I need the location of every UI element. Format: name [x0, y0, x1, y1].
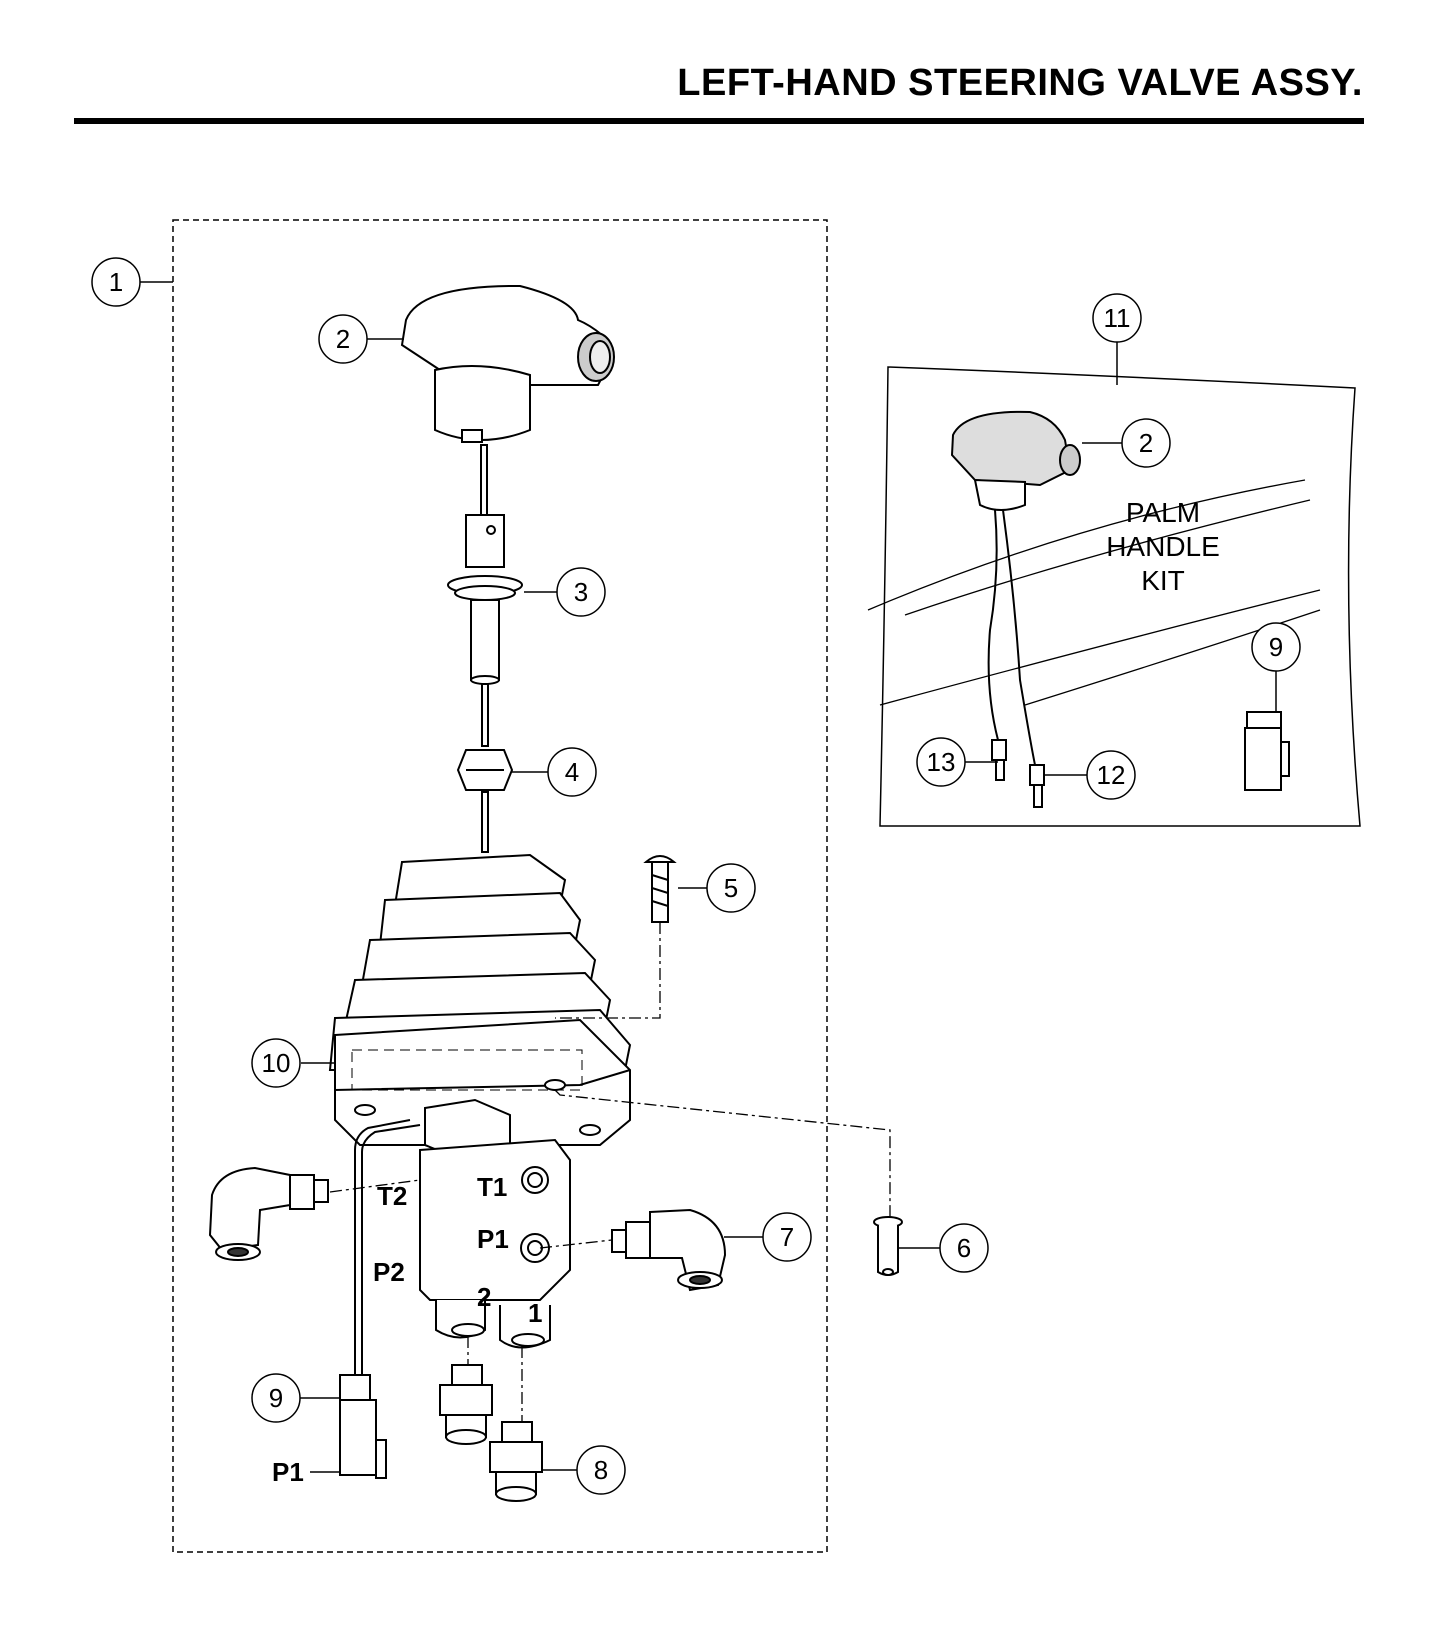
callout-11: 11	[1092, 293, 1142, 343]
svg-text:9: 9	[269, 1383, 283, 1413]
hex-nut	[456, 749, 514, 853]
callout-1: 1	[91, 257, 141, 307]
port-label-p1: P1	[477, 1224, 509, 1254]
callout-9-kit: 9	[1251, 622, 1301, 672]
svg-text:8: 8	[594, 1455, 608, 1485]
svg-text:5: 5	[724, 873, 738, 903]
callout-3: 3	[556, 567, 606, 617]
callout-4: 4	[547, 747, 597, 797]
svg-text:4: 4	[565, 757, 579, 787]
callout-2: 2	[318, 314, 368, 364]
svg-text:2: 2	[1139, 428, 1153, 458]
port-label-t1: T1	[477, 1172, 507, 1202]
dash-dot-lines	[329, 922, 891, 1422]
port-label-p2: P2	[373, 1257, 405, 1287]
svg-text:13: 13	[927, 747, 956, 777]
page-title: LEFT-HAND STEERING VALVE ASSY.	[677, 62, 1363, 104]
kit-label-line-2: HANDLE	[1106, 531, 1220, 562]
port-label-t2: T2	[377, 1181, 407, 1211]
svg-text:1: 1	[109, 267, 123, 297]
svg-text:3: 3	[574, 577, 588, 607]
callout-8: 8	[576, 1445, 626, 1495]
port-label-2: 2	[477, 1282, 491, 1312]
leader-lines	[140, 281, 1277, 1473]
kit-label-line-1: PALM	[1126, 497, 1200, 528]
svg-text:11: 11	[1104, 303, 1131, 333]
svg-text:6: 6	[957, 1233, 971, 1263]
palm-handle	[400, 284, 615, 443]
kit-sheet-curves	[867, 479, 1321, 706]
kit-terminals	[991, 739, 1045, 808]
kit-connector	[1244, 711, 1290, 791]
base-plate	[334, 1018, 631, 1146]
title-rule	[74, 118, 1364, 124]
straight-fittings	[439, 1364, 543, 1502]
kit-wires	[987, 509, 1036, 766]
connector	[339, 1374, 387, 1479]
bushing	[873, 1216, 903, 1276]
valve-body	[419, 1098, 571, 1349]
svg-text:9: 9	[1269, 632, 1283, 662]
wire-harness	[354, 1119, 421, 1380]
stem	[465, 444, 505, 568]
callout-5: 5	[706, 863, 756, 913]
kit-label-line-3: KIT	[1141, 565, 1185, 596]
callout-13: 13	[916, 737, 966, 787]
callout-6: 6	[939, 1223, 989, 1273]
assembly-boundary	[172, 219, 828, 1553]
kit-palm-handle	[950, 410, 1081, 511]
callout-10: 10	[251, 1038, 301, 1088]
elbow-fitting-left	[208, 1166, 329, 1261]
connector-label-p1: P1	[272, 1457, 304, 1487]
callout-12: 12	[1086, 750, 1136, 800]
callout-9: 9	[251, 1373, 301, 1423]
seal-boot	[447, 575, 523, 747]
elbow-fitting-right	[611, 1208, 727, 1292]
svg-text:7: 7	[780, 1222, 794, 1252]
svg-text:12: 12	[1097, 760, 1126, 790]
port-label-1: 1	[528, 1298, 542, 1328]
screw	[643, 855, 677, 923]
callout-7: 7	[762, 1212, 812, 1262]
svg-text:10: 10	[262, 1048, 291, 1078]
callout-2-kit: 2	[1121, 418, 1171, 468]
svg-text:2: 2	[336, 324, 350, 354]
